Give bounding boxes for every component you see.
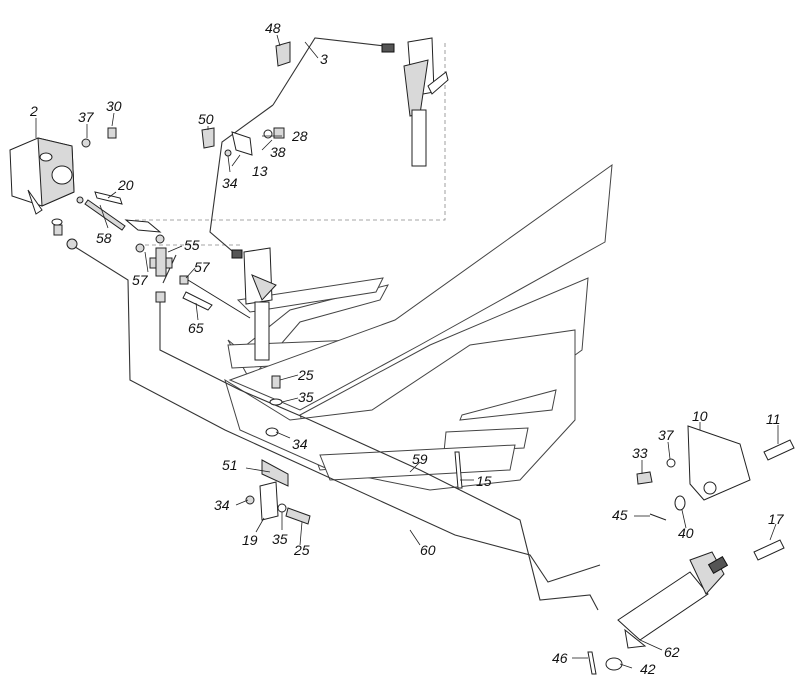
callout-65: 65: [188, 320, 204, 336]
callout-45: 45: [612, 507, 628, 523]
callout-35: 35: [272, 531, 288, 547]
callout-10: 10: [692, 408, 708, 424]
callout-42: 42: [640, 661, 656, 677]
callout-62: 62: [664, 644, 680, 660]
master-cylinder-icon: [231, 247, 277, 361]
pipelines: [71, 37, 601, 611]
fasteners-center: [245, 375, 463, 525]
callout-25: 25: [297, 367, 314, 383]
bracket-icon: [201, 41, 291, 157]
callout-37: 37: [658, 427, 675, 443]
slave-cylinder-icon: [587, 425, 795, 675]
callout-51: 51: [222, 457, 238, 473]
callout-34: 34: [214, 497, 230, 513]
callout-19: 19: [242, 532, 258, 548]
pipe-3-lower: [209, 104, 274, 257]
callout-46: 46: [552, 650, 568, 666]
callout-34: 34: [222, 175, 238, 191]
callout-38: 38: [270, 144, 286, 160]
cab-outline: [135, 40, 613, 491]
callout-33: 33: [632, 445, 648, 461]
callout-2: 2: [29, 103, 38, 119]
callout-20: 20: [117, 177, 134, 193]
callout-28: 28: [291, 128, 308, 144]
callout-48: 48: [265, 20, 281, 36]
callout-17: 17: [768, 511, 785, 527]
callout-50: 50: [198, 111, 214, 127]
callout-57: 57: [132, 272, 149, 288]
callout-59: 59: [412, 451, 428, 467]
callout-37: 37: [78, 109, 95, 125]
pedal-icon: [381, 37, 449, 167]
leader-lines: [35, 34, 779, 669]
reservoir-icon: [9, 137, 75, 215]
tee-fitting: [124, 219, 251, 319]
callout-3: 3: [320, 51, 328, 67]
callout-labels: 2 37 30 48 3 50 28 38 13 34 20 58 55 57 …: [29, 20, 785, 677]
pipe-60: [159, 300, 599, 611]
callout-30: 30: [106, 98, 122, 114]
reservoir-fittings: [51, 127, 126, 250]
pipe-58: [71, 244, 601, 583]
callout-40: 40: [678, 525, 694, 541]
callout-25: 25: [293, 542, 310, 558]
callout-34: 34: [292, 436, 308, 452]
callout-15: 15: [476, 473, 492, 489]
pipe-3: [272, 37, 386, 106]
callout-57: 57: [194, 259, 211, 275]
callout-35: 35: [298, 389, 314, 405]
callout-55: 55: [184, 237, 200, 253]
callout-58: 58: [96, 230, 112, 246]
callout-13: 13: [252, 163, 268, 179]
callout-60: 60: [420, 542, 436, 558]
callout-11: 11: [766, 411, 781, 427]
